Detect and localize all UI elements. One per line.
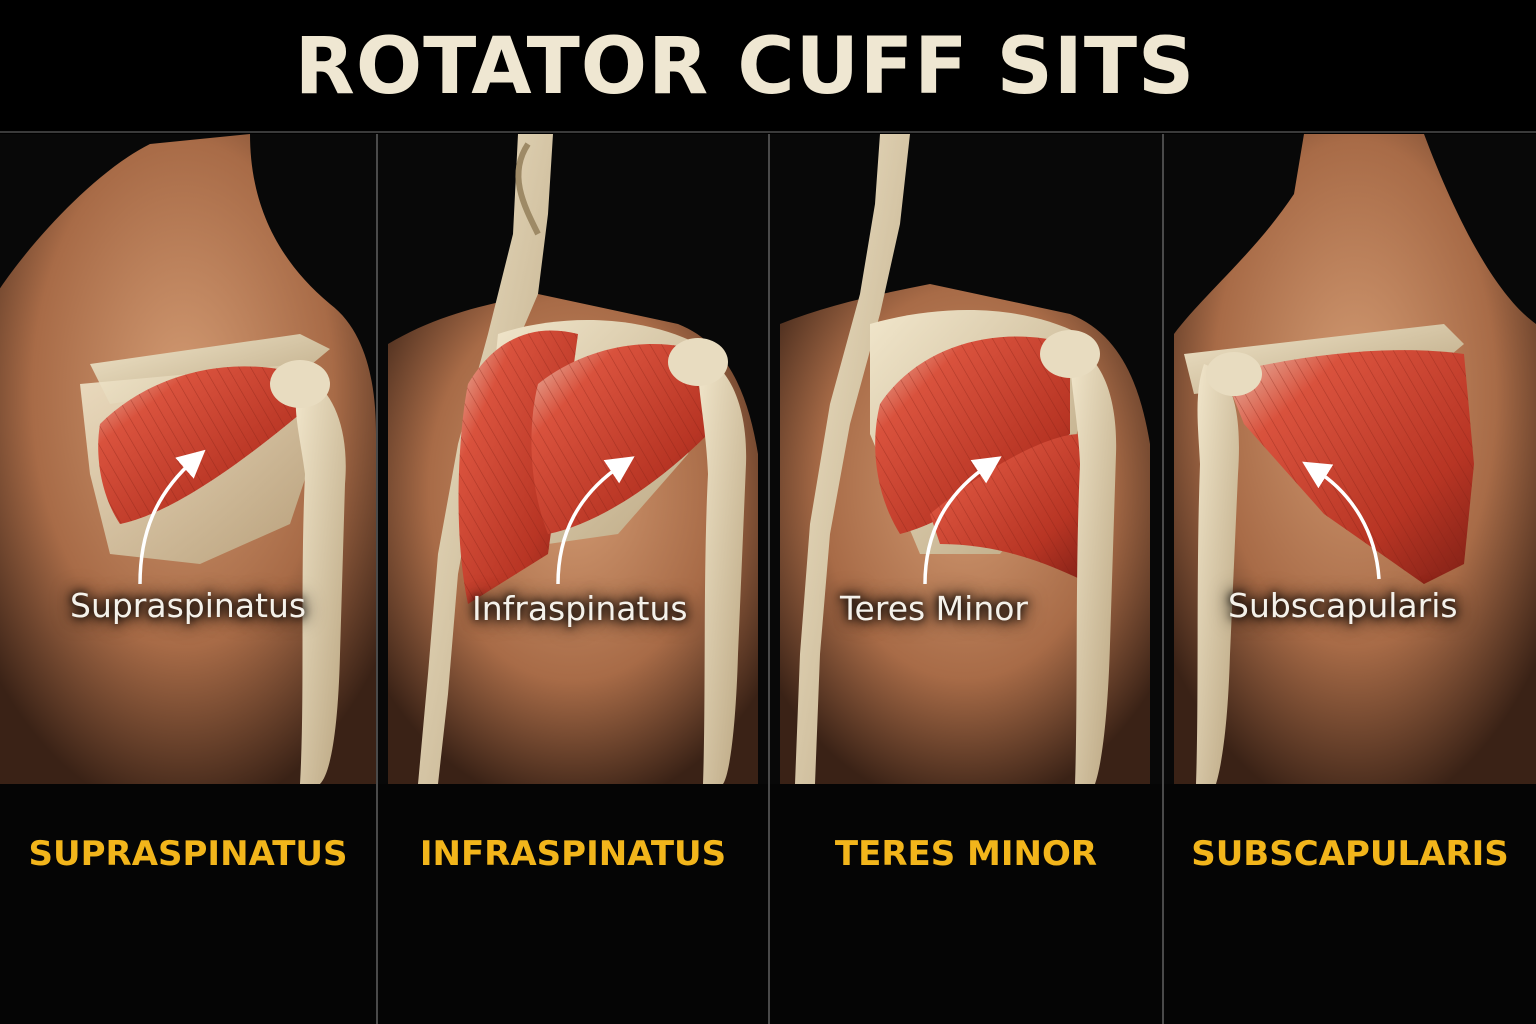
- callout-label: Supraspinatus: [70, 586, 307, 625]
- page-title: ROTATOR CUFF SITS: [294, 22, 1196, 112]
- callout-label: Teres Minor: [840, 589, 1028, 628]
- muscle-caption: SUBSCAPULARIS: [1191, 834, 1509, 874]
- panel-subscapularis: Subscapularis SUBSCAPULARIS: [1164, 134, 1536, 1024]
- panel-infraspinatus: Infraspinatus INFRASPINATUS: [378, 134, 768, 1024]
- header-divider: [0, 131, 1536, 133]
- muscle-caption: TERES MINOR: [834, 834, 1098, 874]
- panel-teres-minor: Teres Minor TERES MINOR: [770, 134, 1162, 1024]
- infraspinatus-illustration: [378, 134, 768, 784]
- callout-label: Infraspinatus: [472, 589, 688, 628]
- teres-minor-illustration: [770, 134, 1162, 784]
- panel-divider: [376, 134, 378, 1024]
- panel-supraspinatus: Supraspinatus SUPRASPINATUS: [0, 134, 376, 1024]
- panel-divider: [1162, 134, 1164, 1024]
- muscle-caption: SUPRASPINATUS: [28, 834, 348, 874]
- subscapularis-illustration: [1164, 134, 1536, 784]
- callout-label: Subscapularis: [1228, 586, 1458, 625]
- supraspinatus-illustration: [0, 134, 376, 784]
- panel-divider: [768, 134, 770, 1024]
- muscle-caption: INFRASPINATUS: [419, 834, 727, 874]
